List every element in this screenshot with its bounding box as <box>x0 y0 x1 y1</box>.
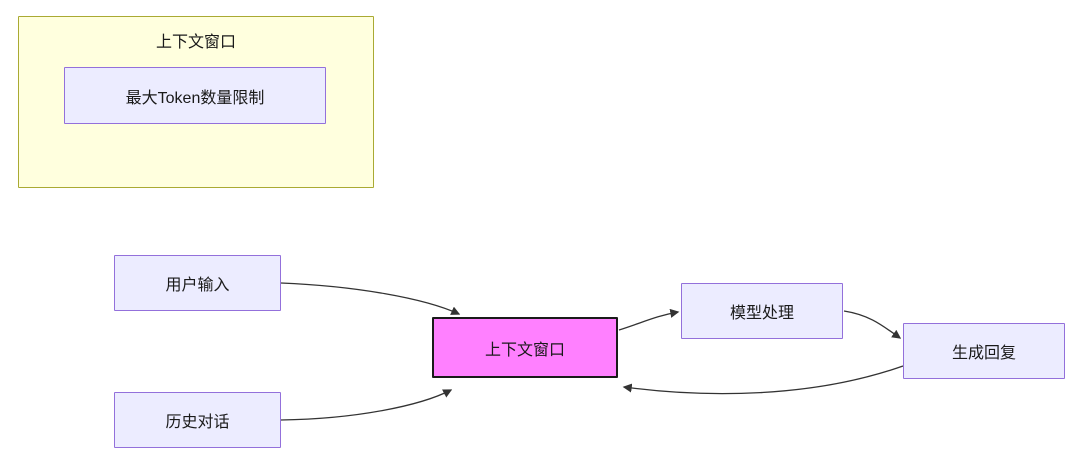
edge-user-input-to-context <box>280 282 461 315</box>
edge-context-to-model <box>618 308 680 331</box>
subgraph-title: 上下文窗口 <box>155 34 236 51</box>
node-model-processing: 模型处理 <box>681 283 843 339</box>
node-history-dialogue: 历史对话 <box>114 392 281 448</box>
edge-reply-to-context <box>622 365 904 395</box>
node-user-input: 用户输入 <box>114 255 281 311</box>
edge-model-to-reply <box>843 310 902 339</box>
node-context-window: 上下文窗口 <box>432 317 618 378</box>
node-max-token-limit: 最大Token数量限制 <box>64 67 326 124</box>
edge-history-to-context <box>280 389 453 421</box>
node-generate-reply: 生成回复 <box>903 323 1065 379</box>
